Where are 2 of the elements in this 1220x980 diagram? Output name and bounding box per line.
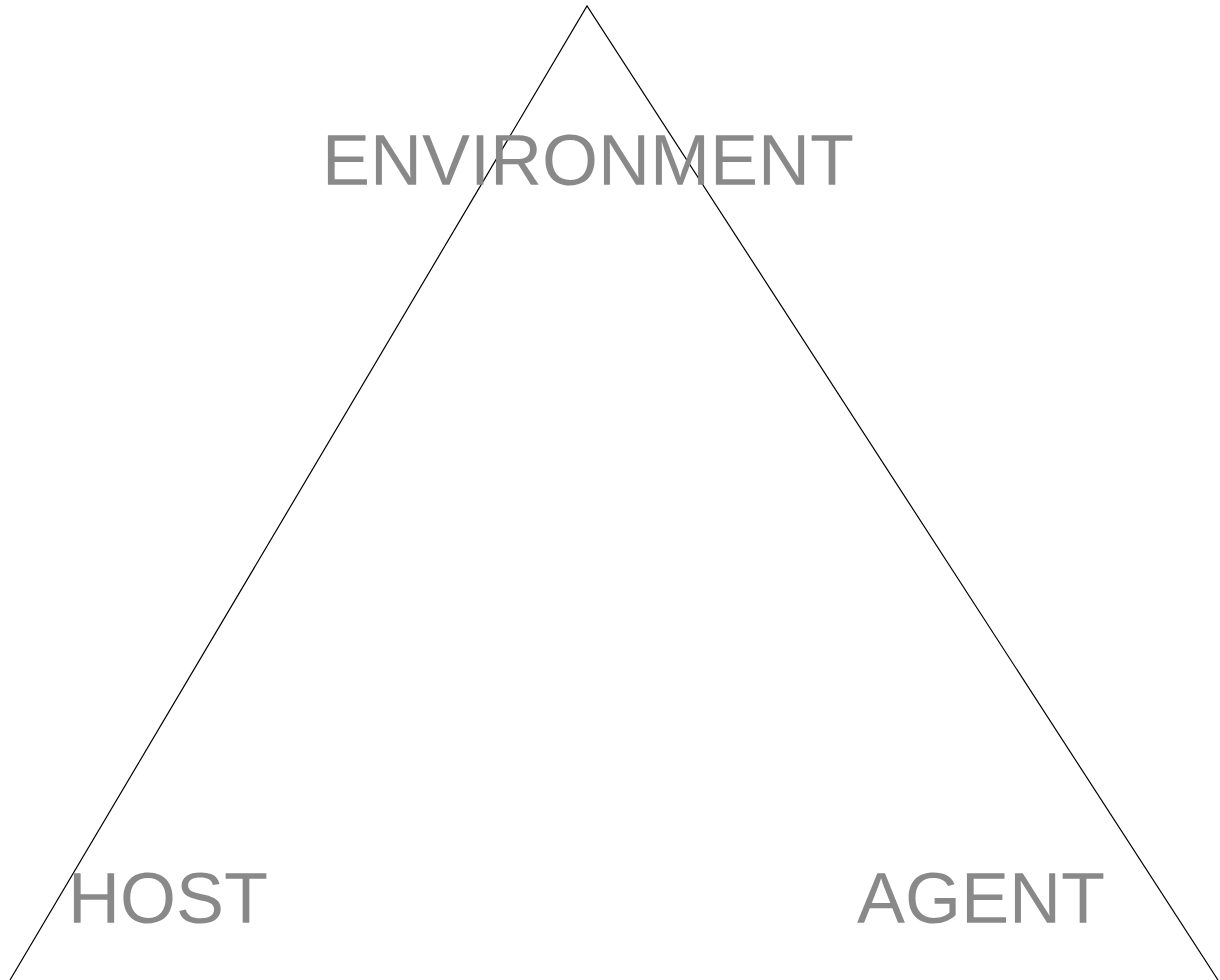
vertex-label: AGENT xyxy=(857,872,1104,924)
vertex-label: HOST xyxy=(73,872,267,924)
